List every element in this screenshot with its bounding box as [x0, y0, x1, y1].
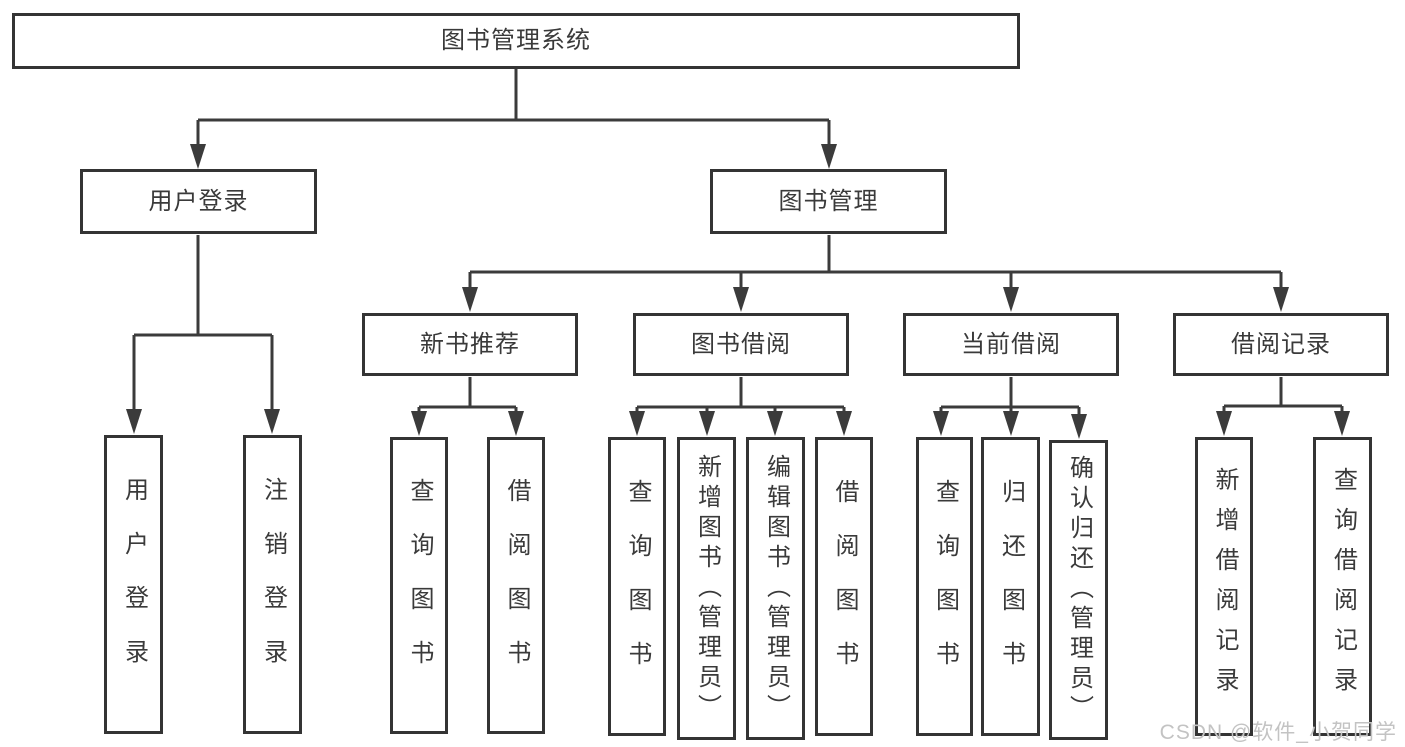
leaf-query-borrow-record: 查询借阅记录: [1313, 437, 1372, 736]
leaf-query-book-borrow: 查询图书: [608, 437, 666, 736]
node-current-borrow: 当前借阅: [903, 313, 1119, 376]
leaf-query-book-recommend: 查询图书: [390, 437, 448, 734]
csdn-watermark: CSDN @软件_小贺同学: [1159, 721, 1397, 744]
leaf-edit-book-admin: 编辑图书（管理员）: [746, 437, 805, 740]
node-user-login: 用户登录: [80, 169, 317, 234]
connector-paths: [132, 68, 1344, 417]
node-borrow-record: 借阅记录: [1173, 313, 1389, 376]
leaf-query-book-current: 查询图书: [916, 437, 973, 736]
leaf-add-book-admin: 新增图书（管理员）: [677, 437, 736, 740]
leaf-user-login: 用户登录: [104, 435, 163, 734]
leaf-logout-login: 注销登录: [243, 435, 302, 734]
node-book-management: 图书管理: [710, 169, 947, 234]
leaf-borrow-book-recommend: 借阅图书: [487, 437, 545, 734]
leaf-add-borrow-record: 新增借阅记录: [1195, 437, 1253, 736]
node-book-borrow: 图书借阅: [633, 313, 849, 376]
leaf-return-book: 归还图书: [981, 437, 1040, 736]
node-new-book-recommend: 新书推荐: [362, 313, 578, 376]
arrowheads: [126, 144, 1350, 439]
node-library-system: 图书管理系统: [12, 13, 1020, 69]
leaf-borrow-book: 借阅图书: [815, 437, 873, 736]
leaf-confirm-return-admin: 确认归还（管理员）: [1049, 440, 1108, 740]
